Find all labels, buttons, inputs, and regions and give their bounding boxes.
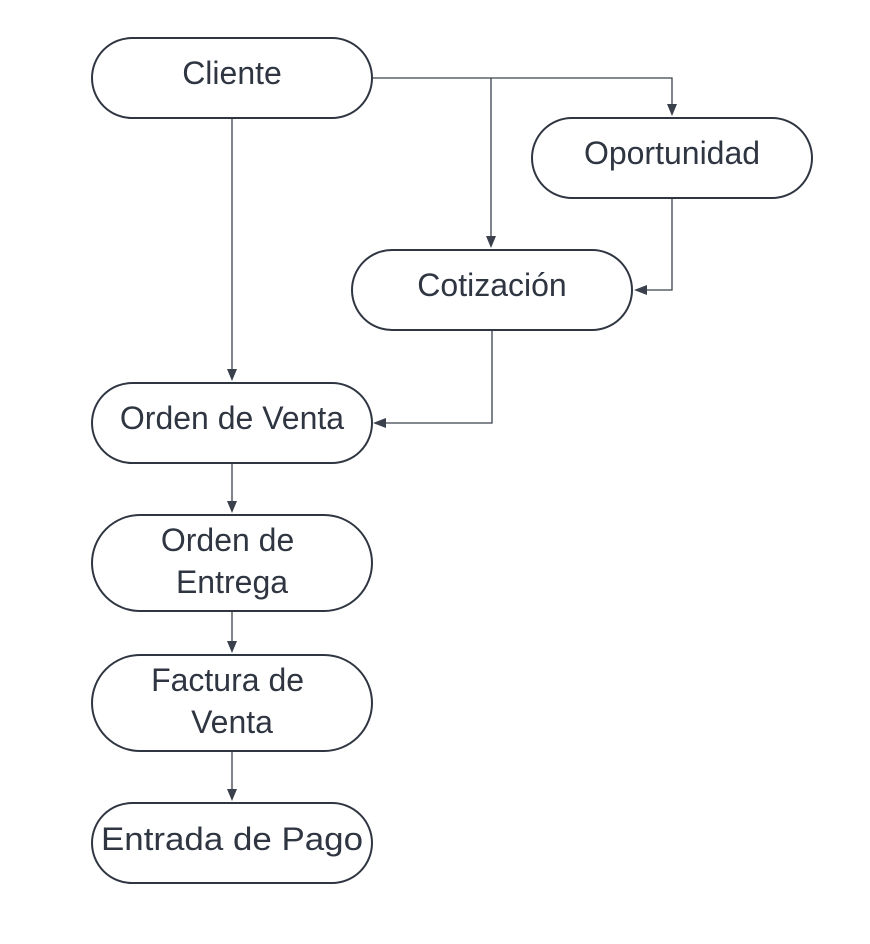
arrowhead-icon xyxy=(227,501,237,513)
node-entrada-pago-label: Entrada de Pago xyxy=(101,821,363,857)
node-cliente-shape xyxy=(91,37,373,119)
node-factura-venta-label: Factura de Venta xyxy=(151,662,313,740)
node-entrada-pago-shape xyxy=(91,802,373,884)
node-cotizacion-shape xyxy=(351,249,633,331)
node-oportunidad-label: Oportunidad xyxy=(584,135,760,171)
arrowhead-icon xyxy=(227,369,237,381)
arrowhead-icon xyxy=(486,236,496,248)
node-orden-entrega-shape xyxy=(91,514,373,612)
node-cotizacion-label: Cotización xyxy=(417,267,566,303)
node-factura-venta-line-1: Factura de xyxy=(151,662,304,698)
arrowhead-icon xyxy=(667,104,677,116)
edge-cliente-to-oportunidad xyxy=(372,77,677,116)
arrowhead-icon xyxy=(227,641,237,653)
nodes: Cliente Oportunidad Cotización Orden de … xyxy=(91,37,813,884)
node-orden-entrega-line-1: Orden de xyxy=(161,522,294,558)
arrowhead-icon xyxy=(373,418,386,428)
node-orden-venta-label: Orden de Venta xyxy=(120,400,344,436)
arrowhead-icon xyxy=(634,285,647,295)
node-cliente: Cliente xyxy=(91,37,373,119)
edges xyxy=(227,77,677,801)
node-cotizacion: Cotización xyxy=(351,249,633,331)
node-factura-venta-shape xyxy=(91,654,373,752)
node-entrada-pago: Entrada de Pago xyxy=(91,802,373,884)
arrowhead-icon xyxy=(227,789,237,801)
edge-cotizacion-to-orden-venta xyxy=(373,330,493,428)
node-factura-venta: Factura de Venta xyxy=(91,654,373,752)
node-orden-venta: Orden de Venta xyxy=(91,382,373,464)
node-oportunidad-shape xyxy=(531,117,813,199)
node-orden-venta-shape xyxy=(91,382,373,464)
edge-cliente-to-orden-venta xyxy=(227,118,237,381)
node-factura-venta-line-2: Venta xyxy=(191,704,273,740)
edge-factura-venta-to-entrada-pago xyxy=(227,751,237,801)
node-oportunidad: Oportunidad xyxy=(531,117,813,199)
edge-orden-venta-to-orden-entrega xyxy=(227,463,237,513)
edge-oportunidad-to-cotizacion xyxy=(634,198,673,295)
node-orden-entrega-label: Orden de Entrega xyxy=(161,522,303,600)
edge-orden-entrega-to-factura-venta xyxy=(227,611,237,653)
node-orden-entrega-line-2: Entrega xyxy=(176,564,288,600)
edge-cliente-to-cotizacion xyxy=(486,78,496,248)
node-cliente-label: Cliente xyxy=(182,55,282,91)
node-orden-entrega: Orden de Entrega xyxy=(91,514,373,612)
